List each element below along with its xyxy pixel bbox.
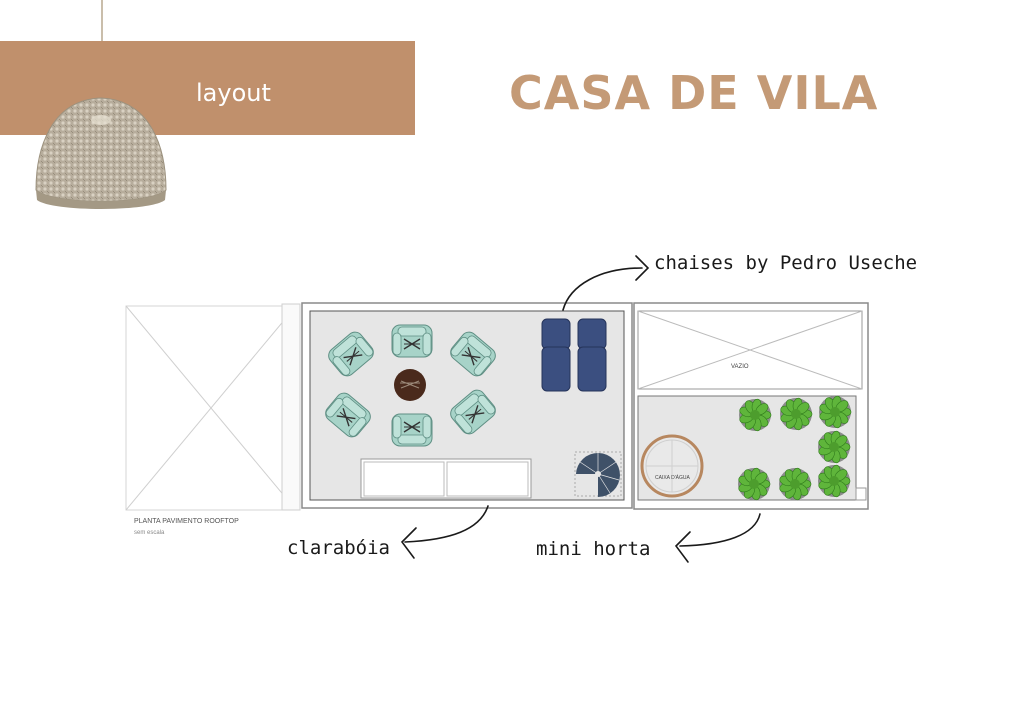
round-coffee-table bbox=[394, 369, 426, 401]
plan-caption: PLANTA PAVIMENTO ROOFTOP bbox=[134, 518, 239, 525]
plant bbox=[818, 464, 851, 498]
spiral-staircase bbox=[574, 451, 622, 497]
plan-subcaption: sem escala bbox=[134, 530, 165, 536]
armchair bbox=[450, 389, 496, 435]
garden-arrowhead bbox=[674, 531, 691, 563]
garden-annotation: mini horta bbox=[536, 538, 651, 560]
chaises-arrow bbox=[562, 267, 643, 311]
armchair-group bbox=[325, 324, 496, 447]
skylight bbox=[360, 458, 532, 499]
void-label: VAZIO bbox=[731, 364, 749, 370]
chaises-annotation: chaises by Pedro Useche bbox=[654, 252, 918, 274]
armchair bbox=[328, 331, 374, 377]
plant bbox=[739, 398, 772, 432]
banner-label: layout bbox=[196, 79, 271, 107]
annotation-arrows bbox=[400, 255, 761, 563]
armchair bbox=[450, 331, 496, 377]
plant bbox=[818, 430, 851, 464]
armchair bbox=[391, 324, 433, 358]
plant bbox=[779, 467, 812, 501]
plant bbox=[780, 397, 813, 431]
plant bbox=[819, 395, 852, 429]
water-tank bbox=[640, 434, 704, 498]
skylight-arrow bbox=[404, 505, 489, 543]
armchair bbox=[325, 392, 371, 438]
page-title: CASA DE VILA bbox=[509, 66, 879, 120]
plant-group bbox=[738, 395, 852, 501]
chaises-arrowhead bbox=[635, 255, 650, 281]
chaise-lounges bbox=[541, 318, 607, 392]
skylight-arrowhead bbox=[400, 527, 417, 559]
armchair bbox=[391, 413, 433, 447]
plant bbox=[738, 467, 771, 501]
skylight-annotation: clarabóia bbox=[287, 537, 390, 559]
water-tank-label: CAIXA D'ÁGUA bbox=[655, 475, 690, 481]
left-void-area bbox=[125, 303, 301, 511]
garden-arrow bbox=[679, 513, 761, 547]
